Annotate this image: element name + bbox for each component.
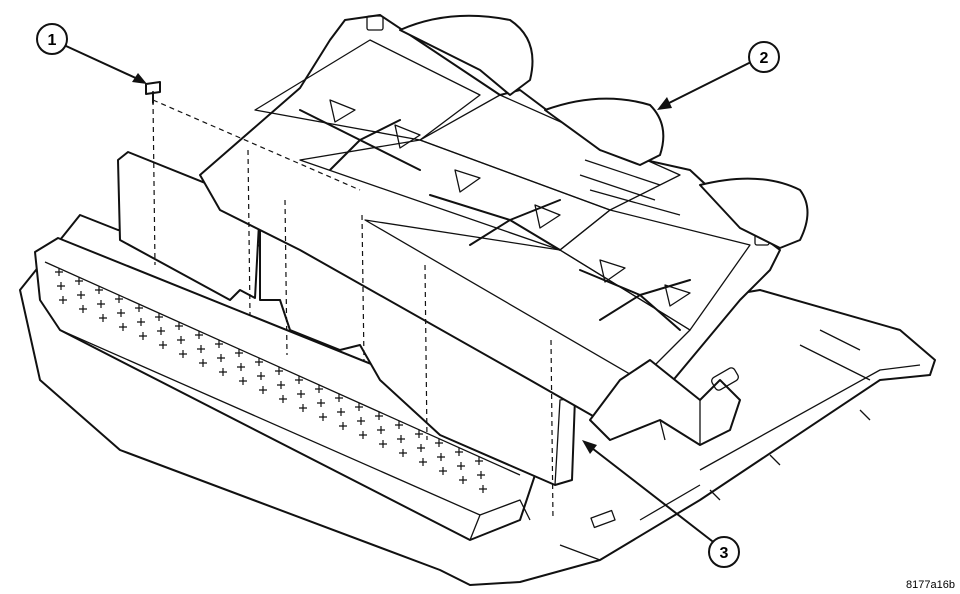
bolt — [145, 81, 161, 104]
rail-perforation — [137, 318, 145, 326]
rail-perforation — [419, 458, 427, 466]
rail-perforation — [335, 394, 343, 402]
rail-perforation — [455, 448, 463, 456]
rail-perforation — [397, 435, 405, 443]
rail-perforation — [139, 332, 147, 340]
rail-perforation — [259, 386, 267, 394]
rail-perforation — [357, 417, 365, 425]
rail-perforation — [415, 430, 423, 438]
rail-perforation — [157, 327, 165, 335]
seat-frame — [199, 14, 781, 431]
rail-perforation — [215, 340, 223, 348]
rail-perforation — [175, 322, 183, 330]
seat-riser-rail — [34, 237, 561, 541]
rail-perforation — [275, 367, 283, 375]
callout-2: 2 — [657, 41, 780, 110]
rail-perforation — [235, 349, 243, 357]
rail-perforation — [379, 440, 387, 448]
callout-1: 1 — [36, 23, 147, 84]
rail-perforation — [297, 390, 305, 398]
alignment-lines — [152, 99, 554, 521]
rail-perforation — [395, 421, 403, 429]
rail-perforation — [475, 457, 483, 465]
rail-perforation — [155, 313, 163, 321]
rail-perforation — [339, 422, 347, 430]
rail-perforation — [459, 476, 467, 484]
rail-perforation — [75, 277, 83, 285]
rail-perforation — [197, 345, 205, 353]
rail-perforation — [439, 467, 447, 475]
rail-perforation — [355, 403, 363, 411]
rail-perforation — [195, 331, 203, 339]
rail-perforation — [179, 350, 187, 358]
rail-perforation — [57, 282, 65, 290]
headrests — [399, 14, 809, 249]
rail-perforation — [299, 404, 307, 412]
callout-3: 3 — [582, 440, 740, 568]
rail-perforation — [279, 395, 287, 403]
rail-perforation — [219, 368, 227, 376]
rail-perforation — [295, 376, 303, 384]
rail-perforation — [97, 300, 105, 308]
rail-perforation — [159, 341, 167, 349]
rail-perforation — [399, 449, 407, 457]
rail-perforation — [319, 413, 327, 421]
rail-perforation — [177, 336, 185, 344]
rail-perforation — [77, 291, 85, 299]
rail-perforation — [115, 295, 123, 303]
rail-perforation — [79, 305, 87, 313]
callout-2-label: 2 — [760, 50, 769, 67]
callout-3-label: 3 — [720, 545, 729, 562]
rail-perforation — [55, 268, 63, 276]
rail-perforation — [199, 359, 207, 367]
rail-perforation — [99, 314, 107, 322]
rail-perforation — [315, 385, 323, 393]
rail-perforation — [237, 363, 245, 371]
rail-perforation — [239, 377, 247, 385]
rail-perforation — [375, 412, 383, 420]
rail-perforation — [477, 471, 485, 479]
rail-perforation — [217, 354, 225, 362]
rail-perforation — [277, 381, 285, 389]
rail-perforation — [95, 286, 103, 294]
rail-perforation — [359, 431, 367, 439]
callout-1-label: 1 — [48, 32, 57, 49]
rail-perforation — [457, 462, 465, 470]
rail-perforation — [437, 453, 445, 461]
rail-perforation — [317, 399, 325, 407]
rail-perforation — [119, 323, 127, 331]
rail-perforation — [257, 372, 265, 380]
rail-perforation — [135, 304, 143, 312]
hinge-bracket — [589, 359, 741, 446]
figure-reference-code: 8177a16b — [906, 579, 955, 591]
rail-perforation — [435, 439, 443, 447]
rail-perforation — [255, 358, 263, 366]
rail-perforation — [377, 426, 385, 434]
rail-perforation — [479, 485, 487, 493]
rail-perforation — [117, 309, 125, 317]
rail-perforation — [417, 444, 425, 452]
rail-perforation — [337, 408, 345, 416]
rail-perforation — [59, 296, 67, 304]
